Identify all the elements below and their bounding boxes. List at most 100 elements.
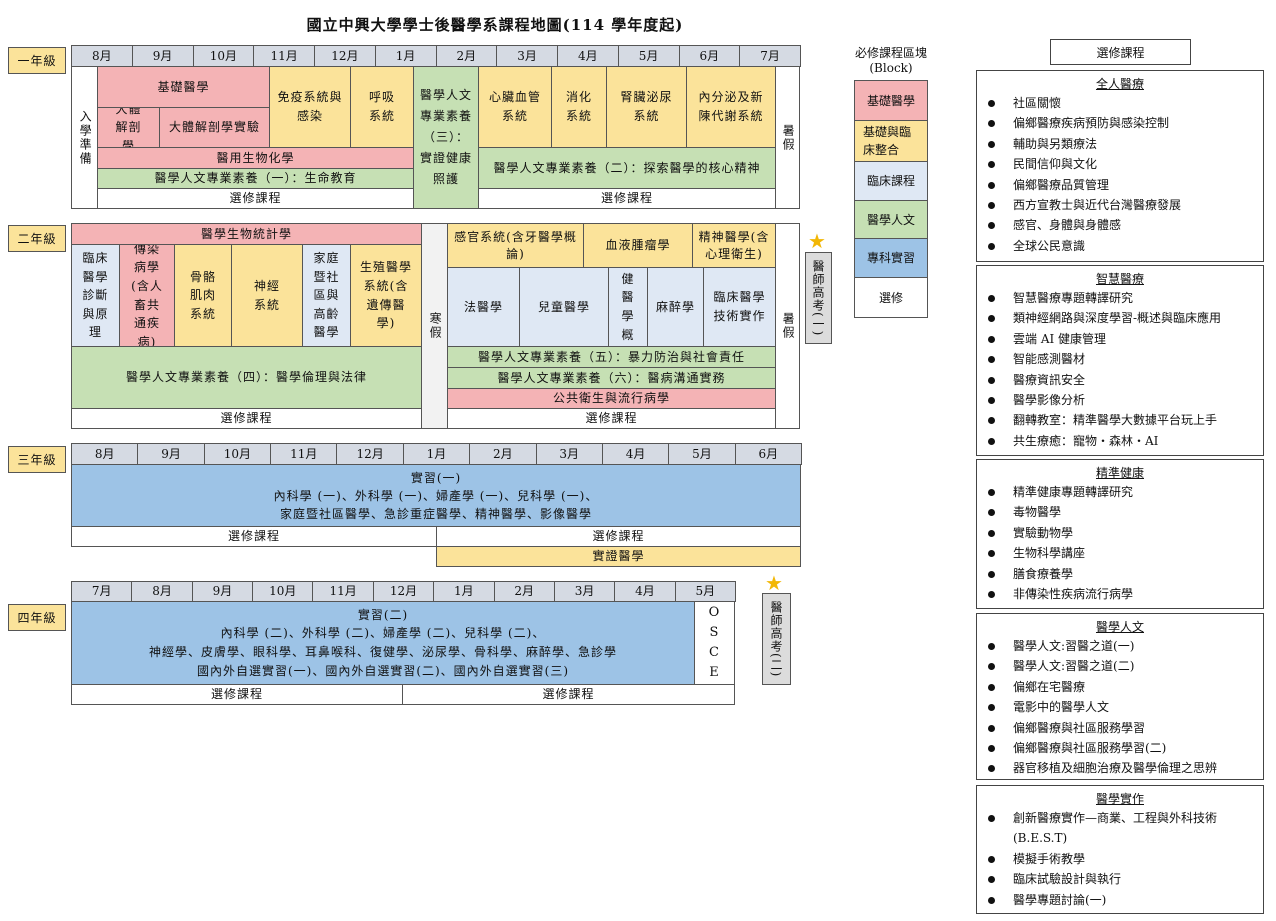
y3-intern-line2: 家庭暨社區醫學、急診重症醫學、精神醫學、影像醫學 [279, 506, 592, 521]
month-header: 1月 [402, 443, 471, 465]
elective-item: 實驗動物學 [985, 523, 1263, 543]
legend-item: 基礎醫學 [854, 80, 928, 121]
elective-list: 創新醫療實作—商業、工程與外科技術(B.E.S.T)模擬手術教學臨床試驗設計與執… [977, 808, 1263, 910]
legend-item: 專科實習 [854, 238, 928, 278]
legend-title: 必修課程區塊(Block) [854, 46, 927, 75]
star-icon: ★ [808, 229, 826, 253]
y2-peds: 兒童醫學 [519, 267, 609, 347]
y2-psych: 精神醫學(含心理衛生) [692, 223, 776, 268]
elective-item: 偏鄉醫療疾病預防與感染控制 [985, 113, 1263, 133]
elective-item: 醫學人文:習醫之道(二) [985, 656, 1263, 676]
elective-group-title: 精準健康 [1095, 466, 1144, 480]
grade-label-year1: 一年級 [8, 47, 66, 74]
month-header: 3月 [553, 581, 616, 602]
y4-intern-line3: 國內外自選實習(一)、國內外自選實習(二)、國內外自選實習(三) [196, 663, 570, 678]
elective-group: 醫學實作創新醫療實作—商業、工程與外科技術(B.E.S.T)模擬手術教學臨床試驗… [976, 785, 1264, 914]
y4-osce: O S C E [694, 601, 735, 685]
elective-item: 非傳染性疾病流行病學 [985, 584, 1263, 604]
y1-anatomy: 大體解剖學 [97, 107, 160, 148]
elective-item: 偏鄉醫療與社區服務學習 [985, 718, 1263, 738]
y1-humanities3: 醫學人文專業素養（三）：實證健康照護 [413, 66, 479, 209]
y2-clinical-dx: 臨床醫學診斷與原理 [71, 244, 120, 347]
y2-anesth: 麻醉學 [647, 267, 704, 347]
y2-biostat: 醫學生物統計學 [71, 223, 422, 245]
legend-item: 基礎與臨床整合 [854, 120, 928, 162]
elective-item: 社區關懷 [985, 93, 1263, 113]
month-header: 11月 [253, 45, 315, 67]
elective-list: 精準健康專題轉譯研究毒物醫學實驗動物學生物科學講座膳食療養學非傳染性疾病流行病學 [977, 482, 1263, 604]
month-header: 5月 [668, 443, 736, 465]
month-header: 2月 [493, 581, 555, 602]
elective-item: 器官移植及細胞治療及醫學倫理之思辨 [985, 758, 1263, 778]
month-header: 8月 [71, 443, 139, 465]
elective-group: 全人醫療社區關懷偏鄉醫療疾病預防與感染控制輔助與另類療法民間信仰與文化偏鄉醫療品… [976, 70, 1264, 262]
y4-intern-line1: 內科學 (二)、外科學 (二)、婦產學 (二)、兒科學 (二)、 [220, 626, 546, 641]
y1-elective-b: 選修課程 [478, 188, 776, 209]
month-header: 6月 [678, 45, 741, 67]
y3-elective-a: 選修課程 [71, 526, 437, 547]
y2-summer: 暑假 [775, 223, 800, 429]
month-header: 4月 [601, 443, 670, 465]
elective-group: 智慧醫療智慧醫療專題轉譯研究類神經網路與深度學習-概述與臨床應用雲端 AI 健康… [976, 265, 1264, 456]
month-header: 12月 [372, 581, 435, 602]
month-header: 11月 [312, 581, 374, 602]
elective-item: 西方宣教士與近代台灣醫療發展 [985, 195, 1263, 215]
elective-group-title: 智慧醫療 [1095, 272, 1144, 286]
y2-heme: 血液腫瘤學 [583, 223, 693, 268]
elective-item: 類神經網路與深度學習-概述與臨床應用 [985, 308, 1263, 328]
y2-forensic: 法醫學 [447, 267, 520, 347]
elective-item: 偏鄉在宅醫療 [985, 677, 1263, 697]
y1-anatomy-lab: 大體解剖學實驗 [159, 107, 270, 148]
y2-infect: 傳染病學(含人畜共通疾病) [119, 244, 175, 347]
elective-item: 共生療癒：寵物・森林・AI [985, 431, 1263, 451]
legend-item: 醫學人文 [854, 200, 928, 239]
y2-humanities6: 醫學人文專業素養（六）：醫病溝通實務 [447, 367, 776, 389]
y2-rehab: 復健醫學概論 [608, 267, 648, 347]
month-header: 3月 [535, 443, 603, 465]
elective-item: 電影中的醫學人文 [985, 697, 1263, 717]
month-header: 8月 [131, 581, 193, 602]
y1-renal: 腎臟泌尿系統 [606, 66, 687, 148]
y1-humanities1: 醫學人文專業素養（一）：生命教育 [97, 168, 414, 189]
elective-item: 全球公民意識 [985, 236, 1263, 256]
y1-biochem: 醫用生物化學 [97, 147, 414, 169]
y1-endo: 內分泌及新陳代謝系統 [686, 66, 776, 148]
y3-intern-line1: 內科學 (一)、外科學 (一)、婦產學 (一)、兒科學 (一)、 [273, 488, 599, 503]
month-header: 4月 [614, 581, 676, 602]
month-header: 10月 [203, 443, 272, 465]
grade-label-year3: 三年級 [8, 446, 66, 473]
elective-group-title: 醫學人文 [1095, 620, 1144, 634]
y1-prep: 入學準備 [71, 66, 98, 209]
y1-resp: 呼吸系統 [350, 66, 414, 148]
month-header: 2月 [435, 45, 498, 67]
elective-item: 智能感測醫材 [985, 349, 1263, 369]
y3-internship: 實習(一) 內科學 (一)、外科學 (一)、婦產學 (一)、兒科學 (一)、 家… [71, 464, 801, 527]
grade-label-year2: 二年級 [8, 225, 66, 252]
y3-intern-title: 實習(一) [410, 470, 462, 485]
y2-humanities5: 醫學人文專業素養（五）：暴力防治與社會責任 [447, 346, 776, 368]
month-header: 4月 [557, 45, 619, 67]
elective-item: 創新醫療實作—商業、工程與外科技術(B.E.S.T) [985, 808, 1263, 849]
month-header: 9月 [137, 443, 205, 465]
month-header: 6月 [734, 443, 802, 465]
elective-item: 毒物醫學 [985, 502, 1263, 522]
y3-elective-b: 選修課程 [436, 526, 801, 547]
month-header: 12月 [314, 45, 376, 67]
y2-repro: 生殖醫學系統(含遺傳醫學) [350, 244, 422, 347]
elective-item: 偏鄉醫療品質管理 [985, 175, 1263, 195]
elective-item: 智慧醫療專題轉譯研究 [985, 288, 1263, 308]
month-header: 1月 [374, 45, 437, 67]
elective-item: 偏鄉醫療與社區服務學習(二) [985, 738, 1263, 758]
elective-list: 智慧醫療專題轉譯研究類神經網路與深度學習-概述與臨床應用雲端 AI 健康管理智能… [977, 288, 1263, 451]
y1-summer: 暑假 [775, 66, 800, 209]
y1-digest: 消化系統 [551, 66, 607, 148]
elective-item: 膳食療養學 [985, 564, 1263, 584]
month-header: 5月 [674, 581, 736, 602]
month-header: 10月 [252, 581, 314, 602]
page-title: 國立中興大學學士後醫學系課程地圖(114 學年度起) [306, 16, 684, 34]
month-header: 2月 [469, 443, 537, 465]
month-header: 7月 [739, 45, 801, 67]
elective-list: 醫學人文:習醫之道(一)醫學人文:習醫之道(二)偏鄉在宅醫療電影中的醫學人文偏鄉… [977, 636, 1263, 779]
y2-elective-b: 選修課程 [447, 408, 776, 429]
y1-immuno: 免疫系統與感染 [269, 66, 351, 148]
